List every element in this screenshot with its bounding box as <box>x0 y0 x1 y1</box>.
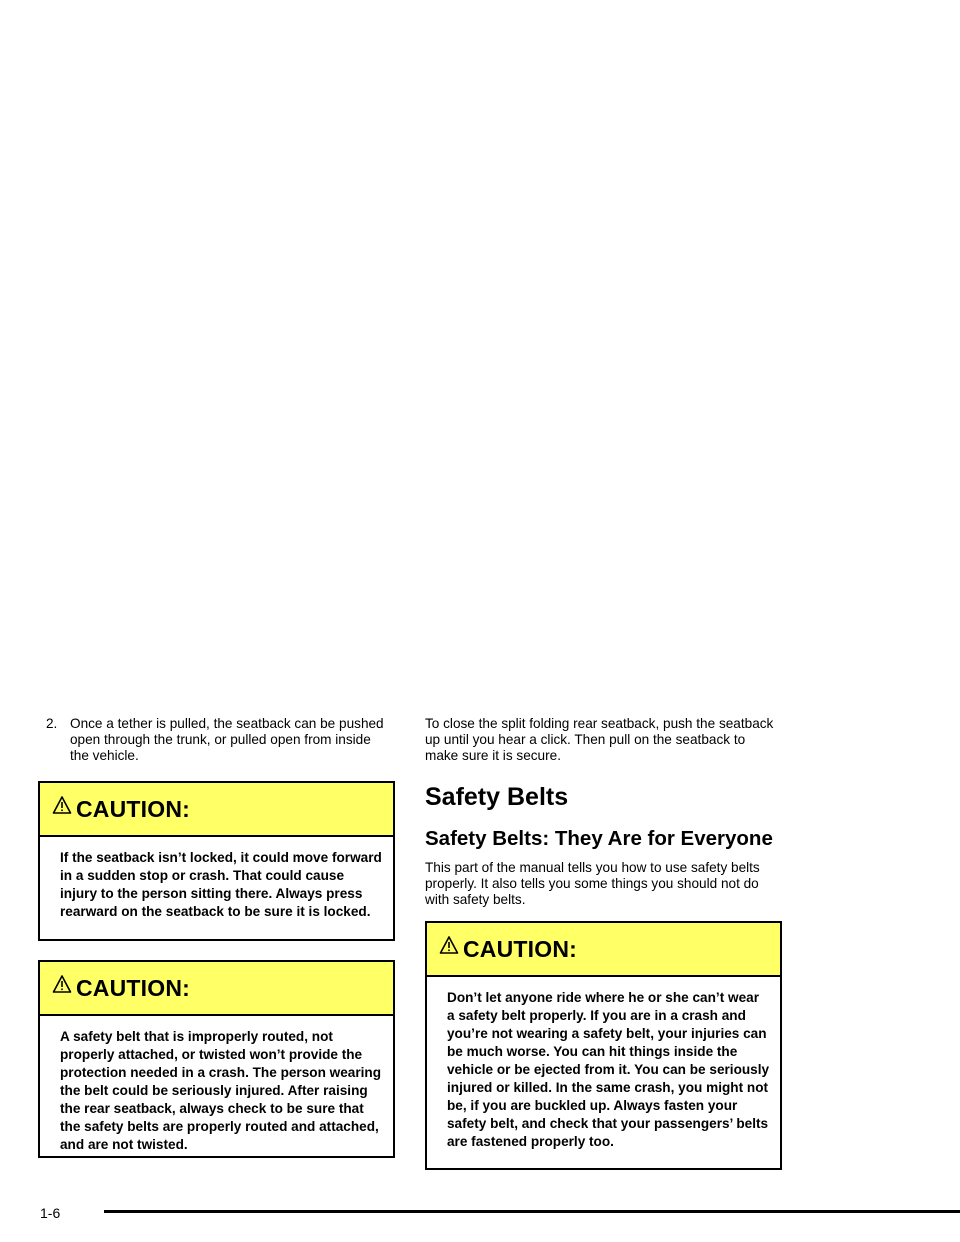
subsection-heading: Safety Belts: They Are for Everyone <box>425 827 773 850</box>
step-number: 2. <box>46 716 58 731</box>
step-text: Once a tether is pulled, the seatback ca… <box>70 716 384 763</box>
warning-triangle-icon <box>52 975 72 993</box>
caution-box-belt-routing: CAUTION: A safety belt that is improperl… <box>38 960 395 1158</box>
caution-title: CAUTION: <box>76 795 191 822</box>
right-column: To close the split folding rear seatback… <box>425 716 781 764</box>
caution-body: Don’t let anyone ride where he or she ca… <box>447 990 770 1149</box>
page-number: 1-6 <box>40 1205 61 1221</box>
section-heading: Safety Belts <box>425 783 569 811</box>
closing-seatback-paragraph: To close the split folding rear seatback… <box>425 716 774 763</box>
caution-box-everyone-buckle: CAUTION: Don’t let anyone ride where he … <box>425 921 782 1170</box>
caution-header: CAUTION: <box>40 783 393 837</box>
left-column: 2. Once a tether is pulled, the seatback… <box>38 716 393 764</box>
subsection-paragraph: This part of the manual tells you how to… <box>425 860 760 907</box>
caution-header: CAUTION: <box>427 923 780 977</box>
caution-title: CAUTION: <box>76 974 191 1001</box>
caution-title: CAUTION: <box>463 935 578 962</box>
caution-body: If the seatback isn’t locked, it could m… <box>60 850 382 919</box>
warning-triangle-icon <box>439 936 459 954</box>
warning-triangle-icon <box>52 796 72 814</box>
footer-rule <box>104 1210 960 1213</box>
caution-box-seatback-lock: CAUTION: If the seatback isn’t locked, i… <box>38 781 395 941</box>
caution-header: CAUTION: <box>40 962 393 1016</box>
numbered-step: 2. Once a tether is pulled, the seatback… <box>38 716 393 764</box>
caution-body: A safety belt that is improperly routed,… <box>60 1029 382 1152</box>
